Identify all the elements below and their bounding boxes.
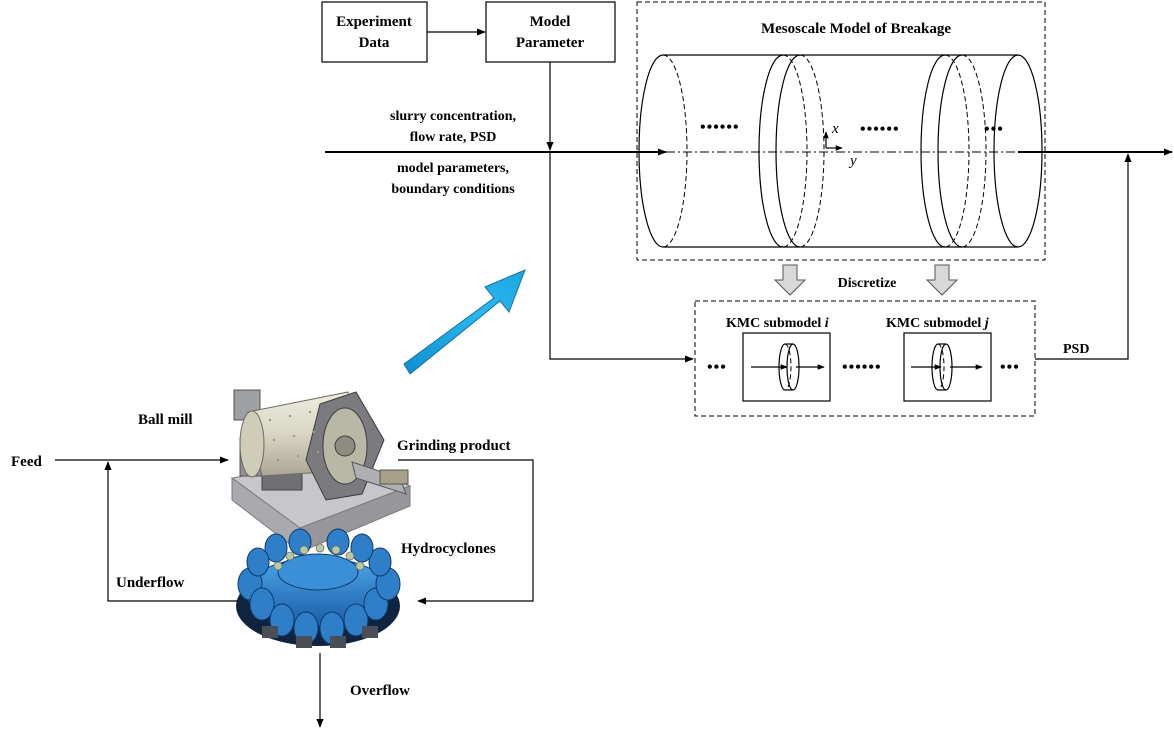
experiment-data-line1: Experiment (336, 14, 412, 30)
experiment-data-box: Experiment Data (321, 1, 428, 63)
input-label-line2: flow rate, PSD (410, 130, 497, 145)
overflow-label: Overflow (350, 683, 410, 699)
model-parameter-line1: Model (530, 14, 571, 30)
experiment-data-line2: Data (359, 35, 390, 51)
params-to-kmc-arrow (549, 152, 694, 363)
discretize-arrow-right (925, 264, 959, 296)
model-params-label-line2: boundary conditions (391, 182, 515, 197)
model-params-label-line1: model parameters, (397, 161, 509, 176)
kmc-submodel-j-box (903, 332, 992, 402)
coordinate-axes: x y (823, 121, 857, 169)
underflow-arrow (104, 461, 238, 602)
kmc-dots-left: ••• (707, 359, 727, 376)
mesoscale-title: Mesoscale Model of Breakage (761, 21, 951, 37)
psd-feedback-arrow (1035, 153, 1132, 360)
kmc-dots-mid: •••••• (842, 359, 882, 376)
kmc-submodel-i-box (742, 332, 831, 402)
ball-mill-label: Ball mill (138, 412, 193, 428)
kmc-submodels-panel: KMC submodel i KMC submodel j ••• ••••••… (694, 300, 1036, 417)
discretize-arrow-left (773, 264, 807, 296)
kmc-dots-right: ••• (1000, 359, 1020, 376)
model-parameter-box: Model Parameter (485, 1, 616, 63)
cylinder-dots-left: •••••• (700, 119, 740, 136)
kmc-submodel-i-label: KMC submodel i (726, 316, 829, 331)
discretize-label: Discretize (838, 276, 897, 291)
hydrocyclones-image (236, 528, 401, 648)
cylinder-dots-right: ••• (984, 121, 1004, 138)
feed-label: Feed (11, 454, 42, 470)
underflow-label: Underflow (116, 575, 184, 591)
input-label-line1: slurry concentration, (390, 109, 516, 124)
mesoscale-model-panel: Mesoscale Model of Breakage •••••• •••••… (636, 1, 1046, 261)
hydrocyclones-label: Hydrocyclones (401, 541, 496, 557)
kmc-submodel-j-label: KMC submodel j (886, 316, 989, 331)
grinding-product-arrow (398, 459, 534, 605)
cylinder-dots-mid: •••••• (860, 121, 900, 138)
ball-mill-image (230, 389, 412, 554)
cylinder (638, 54, 1043, 248)
psd-label: PSD (1063, 342, 1089, 357)
model-parameter-line2: Parameter (516, 35, 585, 51)
axis-y-label: y (848, 153, 857, 169)
grinding-product-label: Grinding product (397, 438, 511, 454)
axis-x-label: x (831, 121, 839, 137)
big-blue-arrow (403, 269, 526, 375)
